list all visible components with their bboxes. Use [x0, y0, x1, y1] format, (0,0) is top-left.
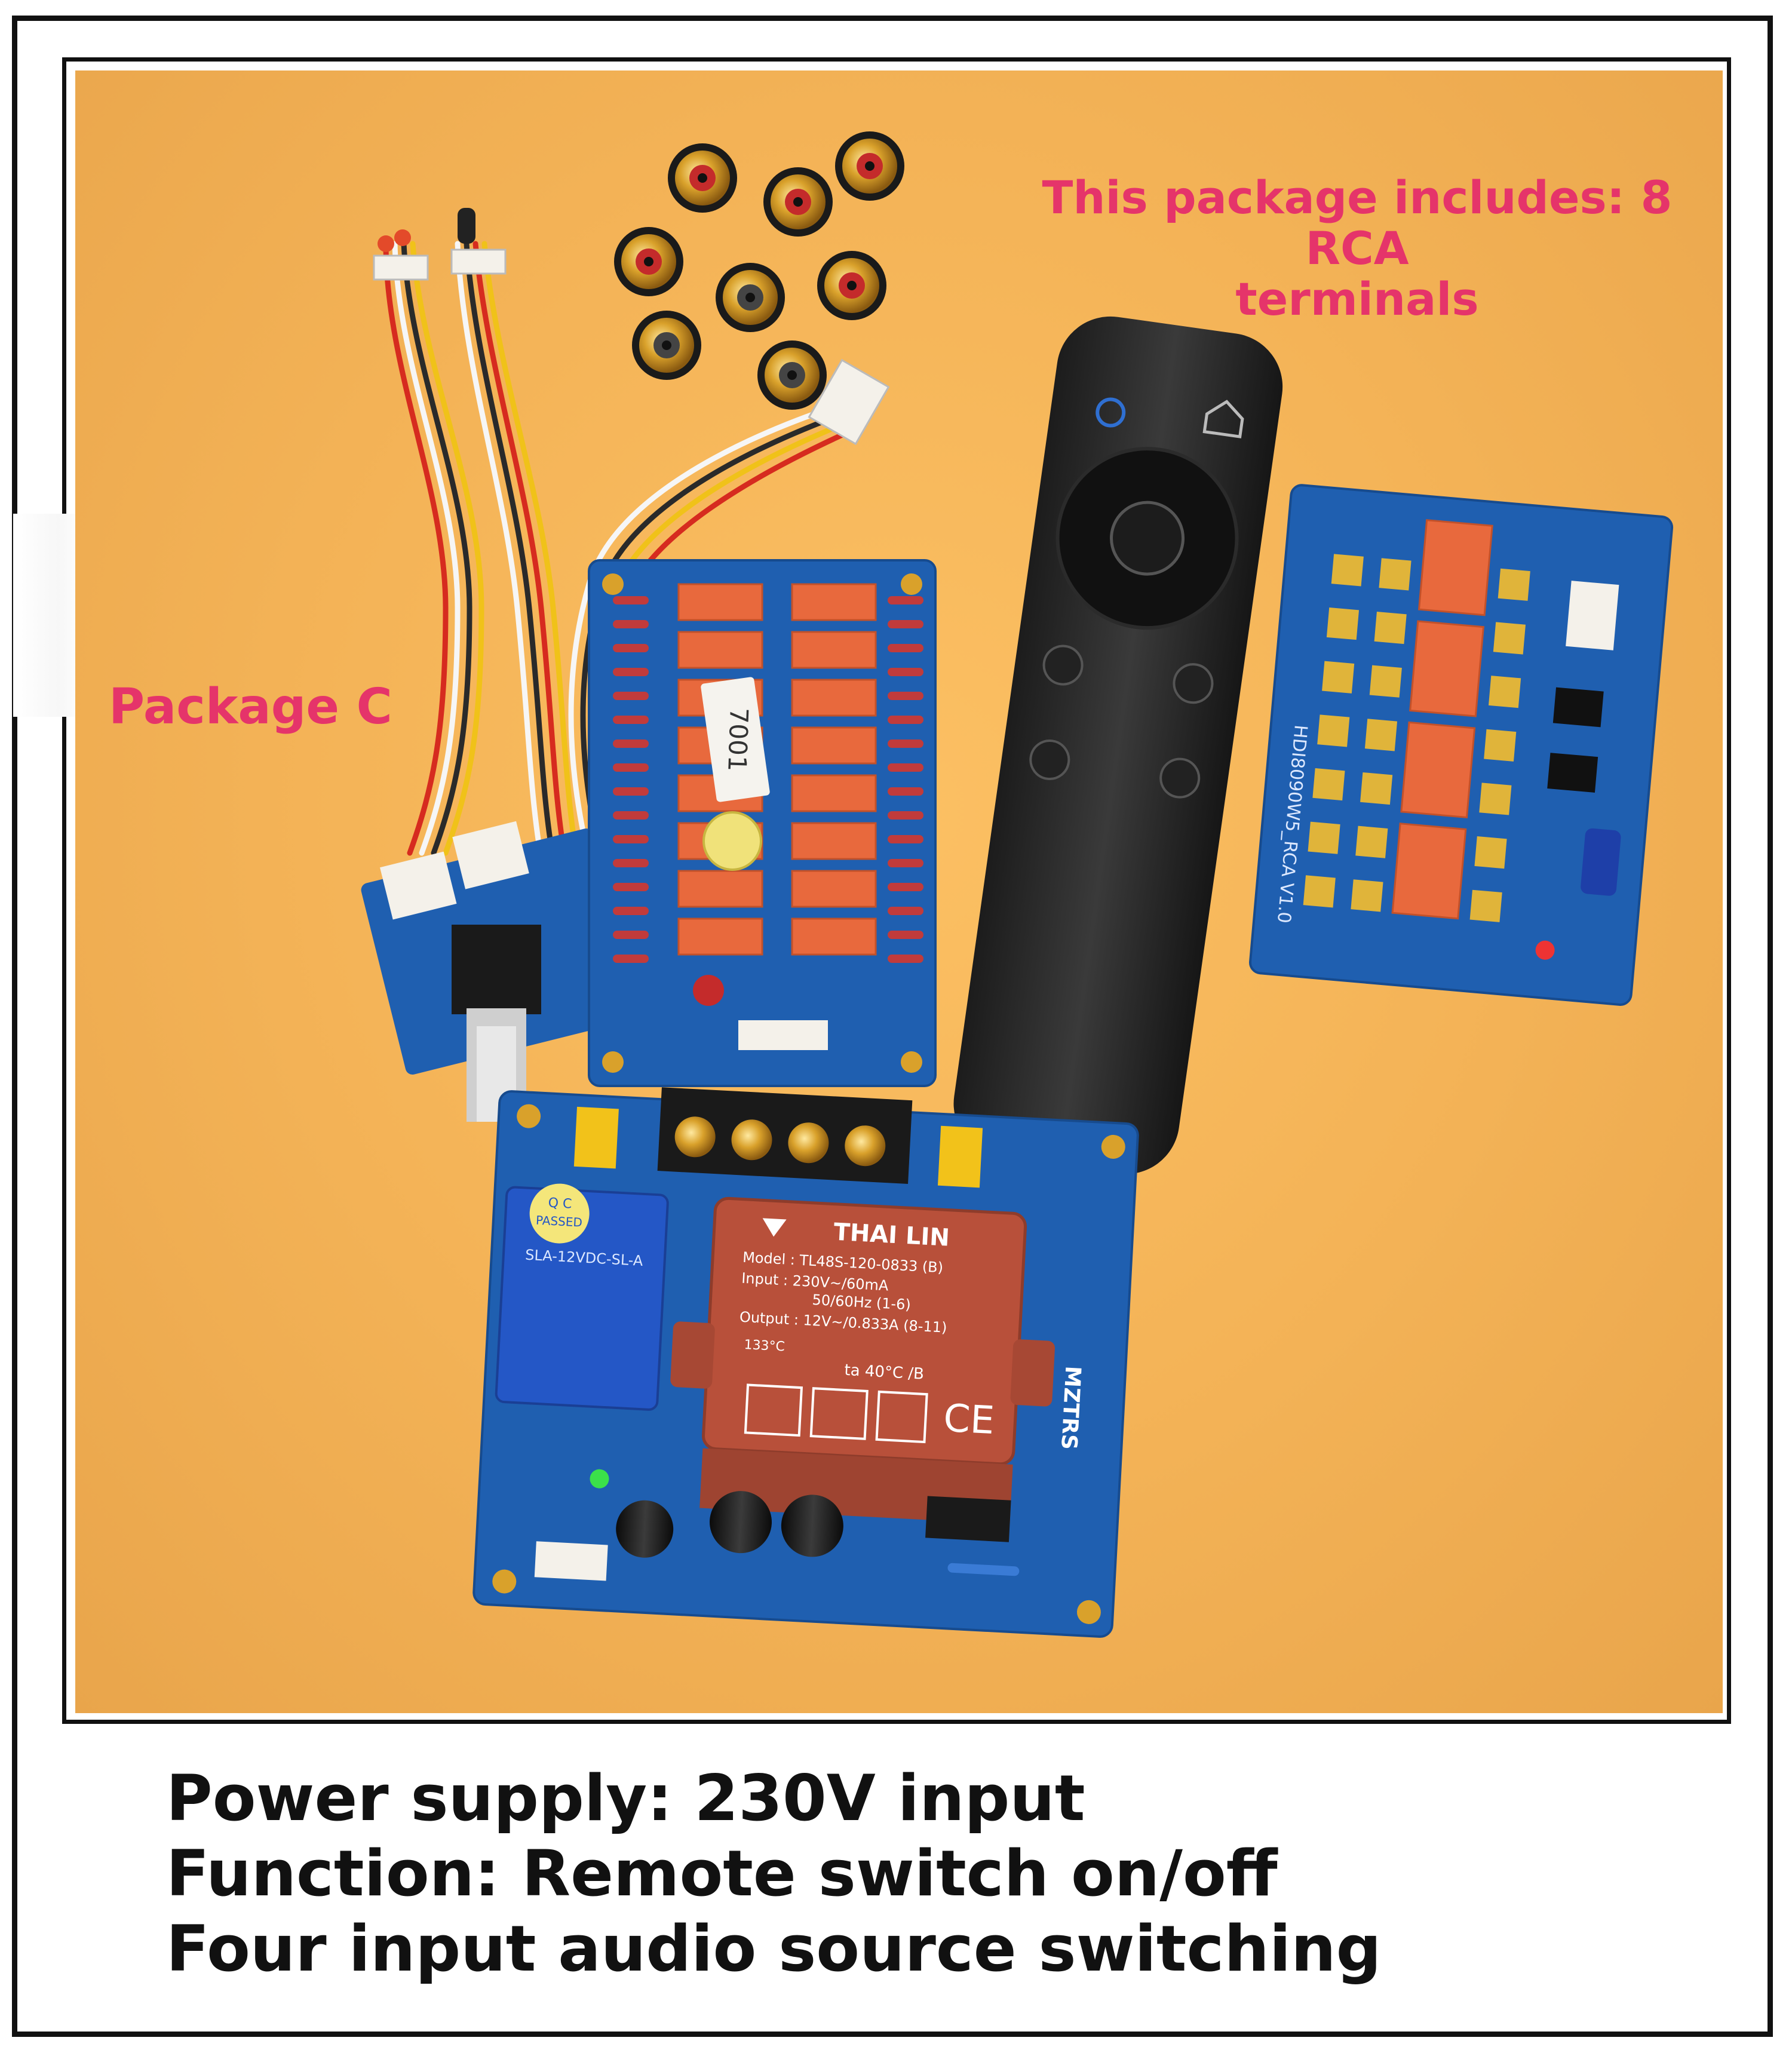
product-caption: Power supply: 230V input Function: Remot…: [166, 1761, 1719, 1987]
wire-harness: [383, 241, 852, 862]
volume-relay-board: 7001: [588, 559, 937, 1087]
power-board: Q C PASSED SLA-12VDC-SL-A THAI LIN Model…: [472, 1087, 1139, 1638]
transformer-brand: THAI LIN: [833, 1219, 950, 1252]
power-relay: Q C PASSED SLA-12VDC-SL-A: [495, 1183, 669, 1411]
input-selector-board: HDI8090W5_RCA V1.0: [1249, 484, 1674, 1006]
transformer: THAI LIN Model : TL48S-120-0833 (B) Inpu…: [670, 1196, 1055, 1524]
product-illustration: 7001: [361, 131, 1674, 1638]
capacitors: [616, 1491, 1020, 1576]
caption-input-switching: Four input audio source switching: [166, 1912, 1382, 1986]
caption-function: Function: Remote switch on/off: [166, 1837, 1278, 1910]
caption-power-supply: Power supply: 230V input: [166, 1762, 1085, 1835]
terminal-block: [657, 1087, 913, 1184]
ir-receiver-connectors: [373, 208, 890, 446]
product-photo: 7001: [75, 70, 1723, 1713]
remote-control: [953, 316, 1283, 1174]
package-includes-line2: terminals: [1235, 272, 1479, 326]
ce-mark: CE: [943, 1397, 996, 1443]
sticker-text: 7001: [722, 707, 754, 772]
package-includes-note: This package includes: 8 RCA terminals: [999, 172, 1716, 324]
rca-terminals: [614, 131, 904, 410]
power-board-brand: MZTRS: [1056, 1365, 1085, 1450]
relay-passed: PASSED: [535, 1213, 582, 1230]
transformer-ta: ta 40°C /B: [844, 1361, 925, 1383]
relay-qc: Q C: [548, 1196, 572, 1212]
package-label: Package C: [109, 679, 392, 735]
package-includes-line1: This package includes: 8 RCA: [1042, 171, 1673, 275]
transformer-temp: 133°C: [744, 1337, 785, 1355]
